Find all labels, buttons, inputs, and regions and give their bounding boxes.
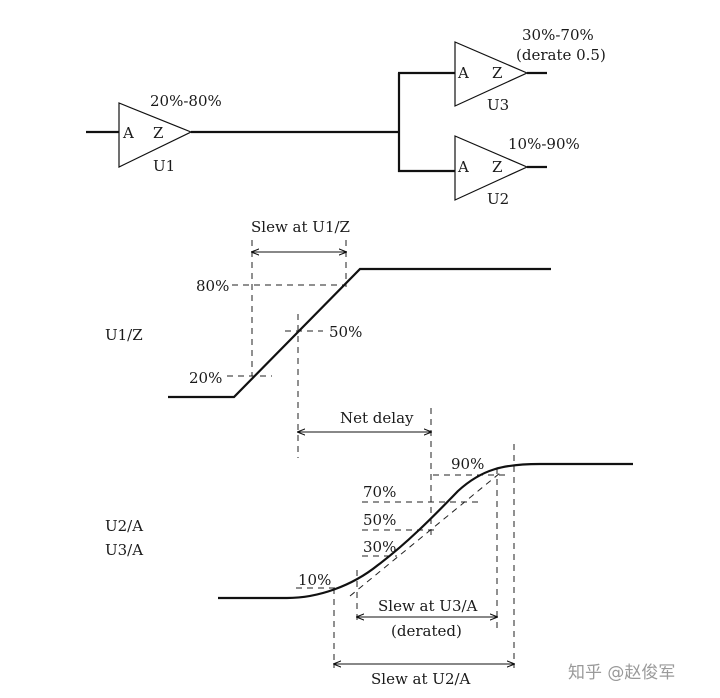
buffer-triangle-icon xyxy=(454,135,529,201)
gate-u2-name: U2 xyxy=(487,190,509,208)
waveform-u2a-trace xyxy=(218,462,633,600)
level-10-label: 10% xyxy=(298,571,331,589)
gate-u1-pin-a: A xyxy=(122,124,134,142)
gate-u2-pin-a: A xyxy=(457,158,469,176)
gate-u3-name: U3 xyxy=(487,96,509,114)
gate-u1-threshold: 20%-80% xyxy=(150,92,222,110)
waveform-u1z: U1/Z Slew at U1/Z 80% 50% 20% xyxy=(105,218,551,458)
level-70-label: 70% xyxy=(363,483,396,501)
level-50-label: 50% xyxy=(329,323,362,341)
buffer-triangle-icon xyxy=(118,102,193,168)
waveform-u3a-label: U3/A xyxy=(105,541,143,559)
waveform-u2a: U2/A U3/A 90% 70% 50% 30% 10% Slew at U3… xyxy=(105,444,633,688)
level-90-label: 90% xyxy=(451,455,484,473)
waveform-u1z-label: U1/Z xyxy=(105,326,143,344)
watermark: 知乎 @赵俊军 xyxy=(568,663,675,683)
gate-u3-pin-z: Z xyxy=(492,64,502,82)
gate-u3-pin-a: A xyxy=(457,64,469,82)
slew-u3a-sublabel: (derated) xyxy=(391,622,462,640)
slew-u3a-label: Slew at U3/A xyxy=(378,597,478,615)
level-80-label: 80% xyxy=(196,277,229,295)
net-delay-label: Net delay xyxy=(340,409,414,427)
buffer-triangle-icon xyxy=(454,41,529,107)
gate-u2-pin-z: Z xyxy=(492,158,502,176)
gate-u3: A Z U3 30%-70% (derate 0.5) xyxy=(454,26,606,114)
gate-u1: A Z U1 20%-80% xyxy=(118,92,222,175)
waveform-u1z-trace xyxy=(168,267,551,399)
circuit-schematic: A Z U1 20%-80% A Z U3 30%-70% (derate 0.… xyxy=(86,26,606,208)
level-30-label: 30% xyxy=(363,538,396,556)
gate-u3-threshold: 30%-70% xyxy=(522,26,594,44)
level-50-label-2: 50% xyxy=(363,511,396,529)
gate-u2-threshold: 10%-90% xyxy=(508,135,580,153)
gate-u1-pin-z: Z xyxy=(153,124,163,142)
gate-u1-name: U1 xyxy=(153,157,175,175)
slew-u1z-label: Slew at U1/Z xyxy=(251,218,350,236)
slew-u2a-label: Slew at U2/A xyxy=(371,670,471,688)
gate-u3-derate-note: (derate 0.5) xyxy=(516,46,606,64)
level-20-label: 20% xyxy=(189,369,222,387)
gate-u2: A Z U2 10%-90% xyxy=(454,135,580,208)
waveform-u2a-label: U2/A xyxy=(105,517,143,535)
